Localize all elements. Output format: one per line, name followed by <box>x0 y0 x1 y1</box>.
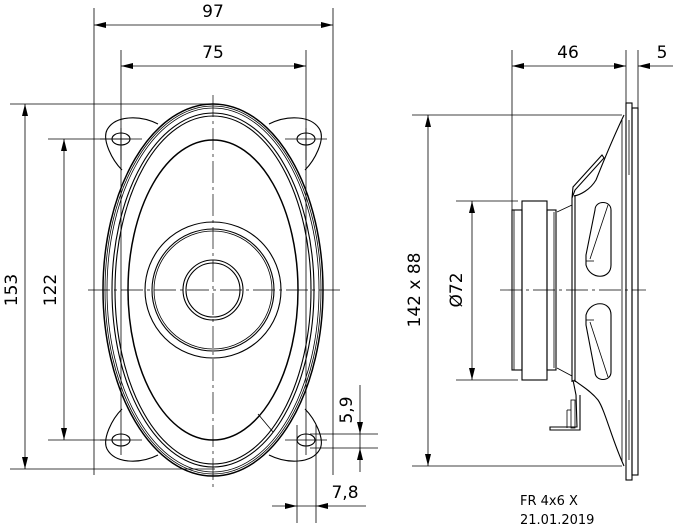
dim-overall-width: 97 <box>202 2 224 22</box>
dim-magnet-diameter: Ø72 <box>447 272 467 307</box>
title-block: FR 4x6 X 21.01.2019 <box>520 494 594 528</box>
dim-slot-width: 7,8 <box>331 483 358 503</box>
model-label: FR 4x6 X <box>520 494 578 509</box>
dim-overall-height: 153 <box>2 274 22 306</box>
dim-depth: 46 <box>557 43 579 63</box>
dim-flange: 5 <box>657 43 668 63</box>
date-label: 21.01.2019 <box>520 513 594 528</box>
front-view: 97 75 153 122 5,9 7,8 <box>2 2 378 523</box>
dim-hole-spacing-y: 122 <box>41 274 61 306</box>
side-view: 46 5 142 x 88 Ø72 <box>405 43 673 481</box>
dim-cutout: 142 x 88 <box>405 253 425 328</box>
dim-hole-spacing-x: 75 <box>202 43 224 63</box>
dim-slot-height: 5,9 <box>337 396 357 423</box>
